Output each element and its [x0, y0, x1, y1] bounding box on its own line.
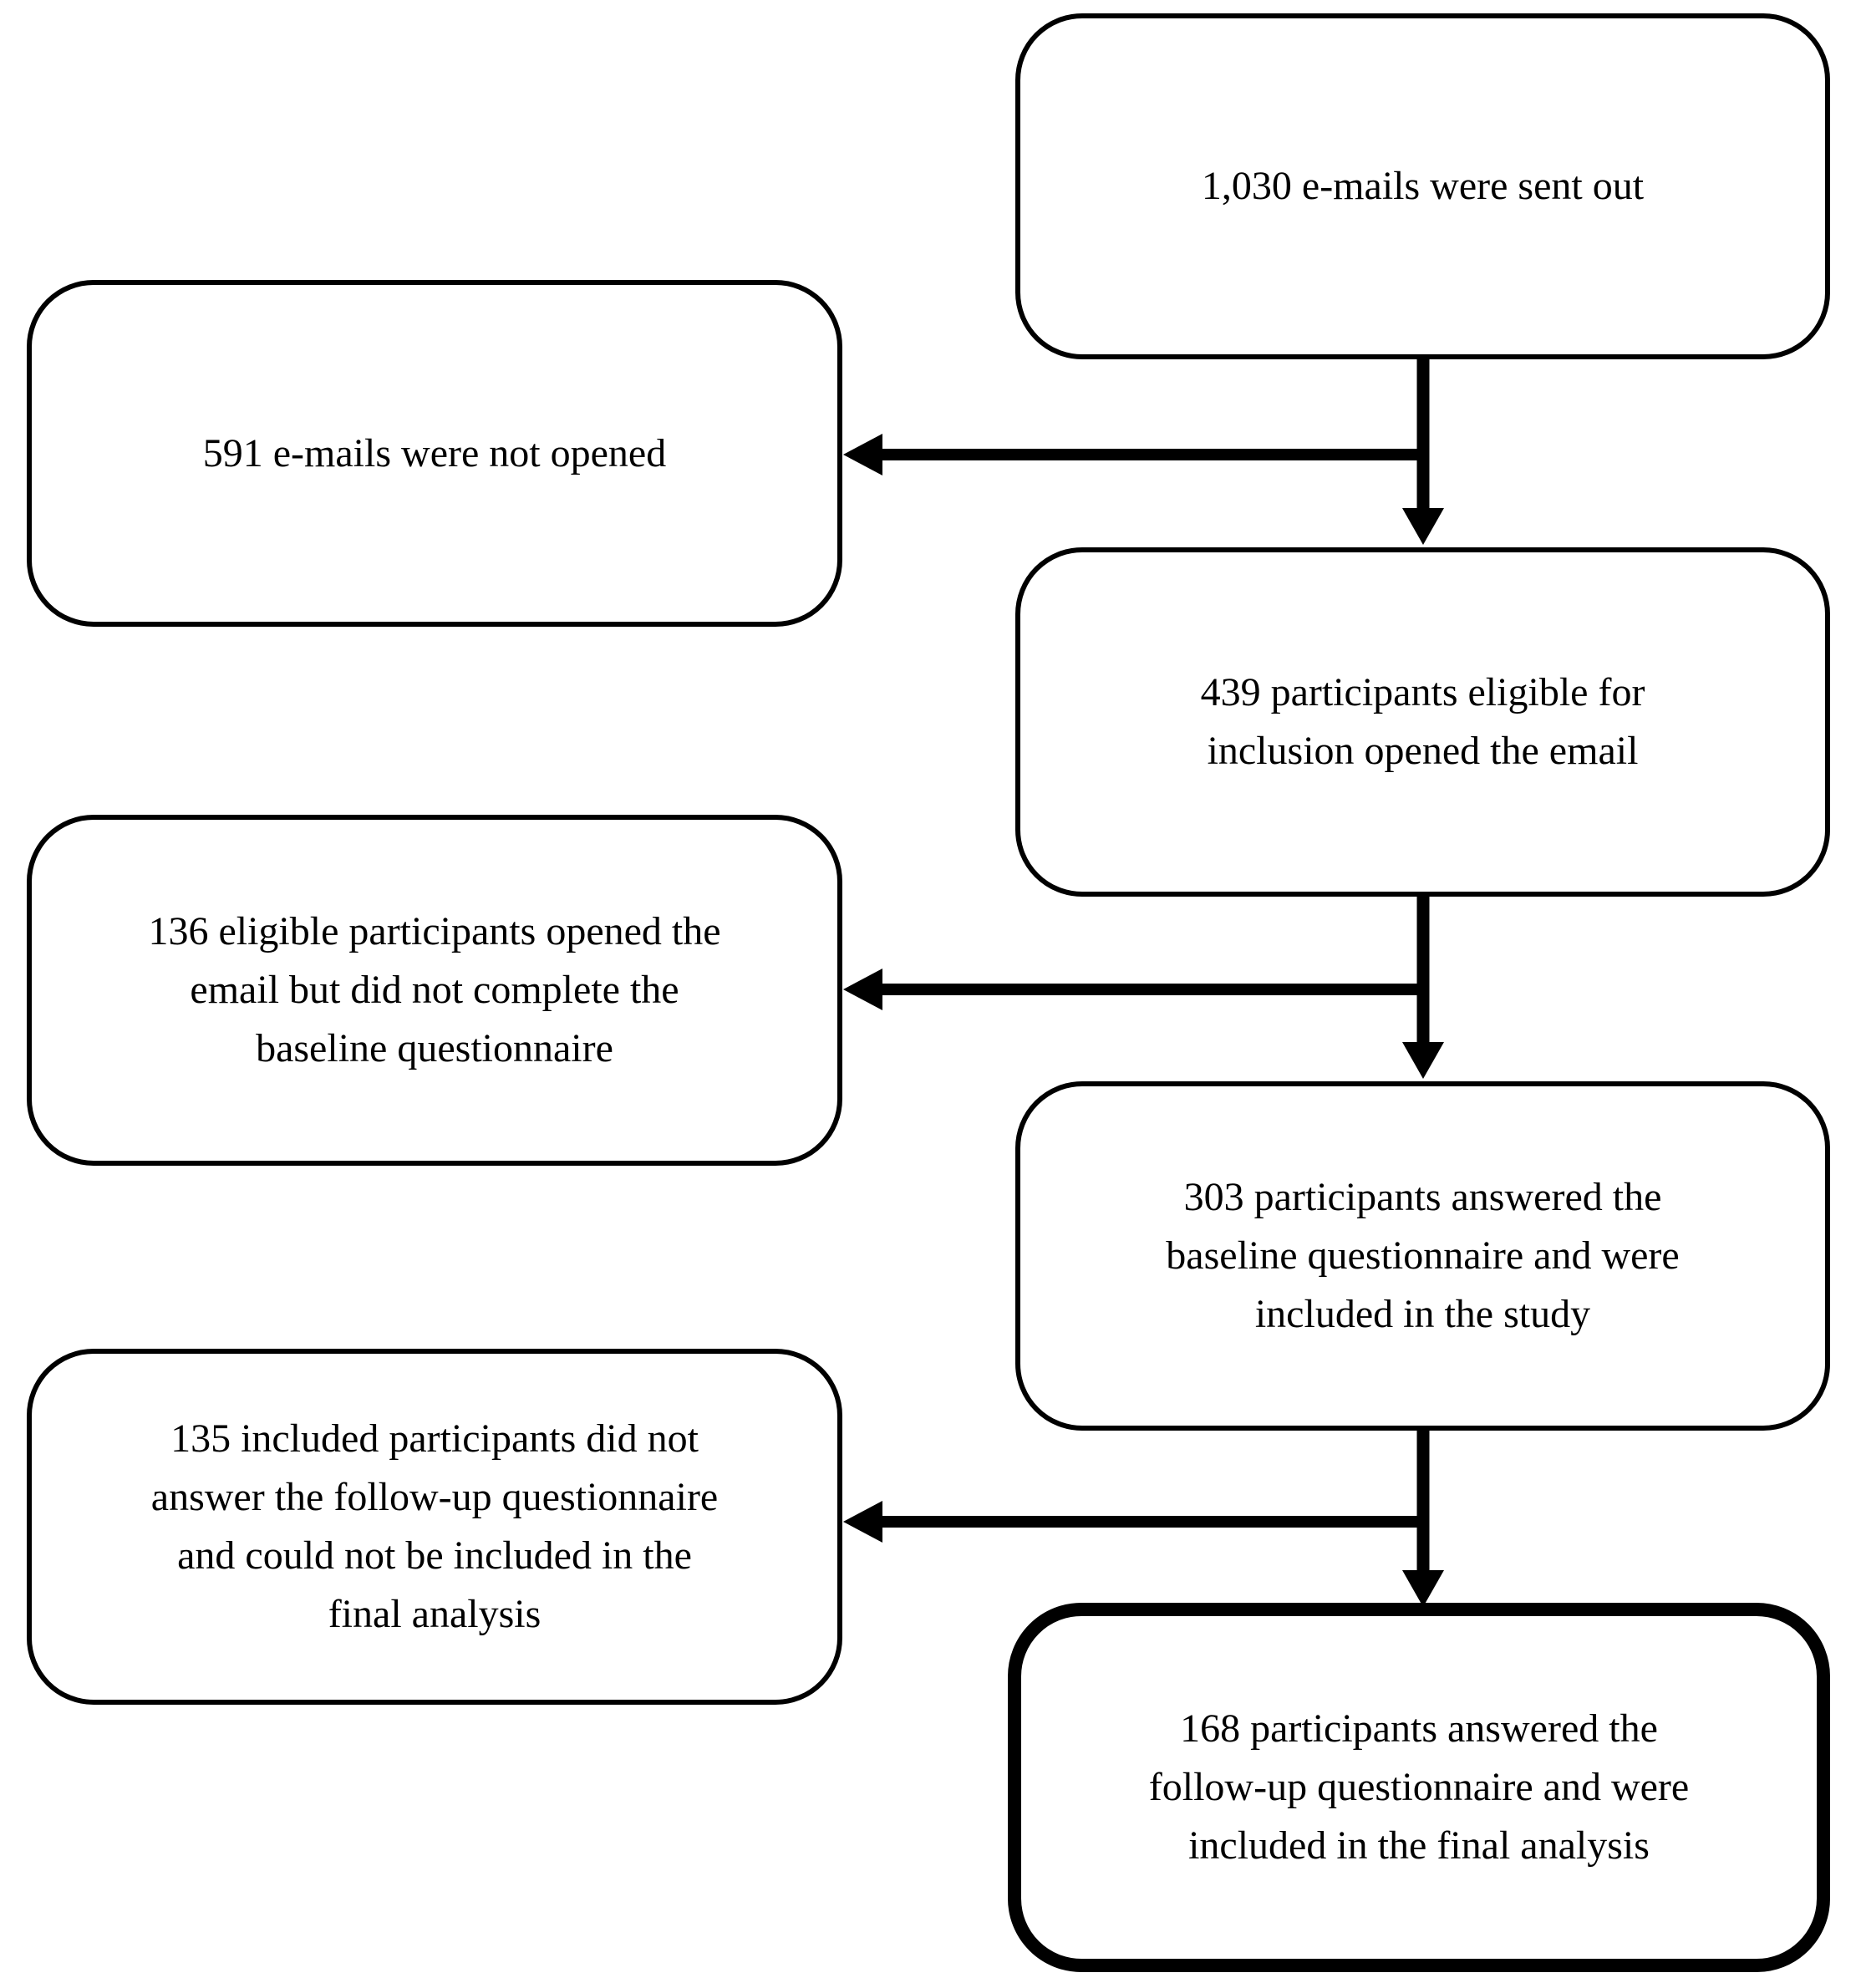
- box-baseline-answered: 303 participants answered the baseline q…: [1015, 1081, 1830, 1431]
- box-no-baseline-text: 136 eligible participants opened the ema…: [148, 909, 721, 1070]
- arrow-left-1: [843, 434, 1429, 475]
- box-emails-sent: 1,030 e-mails were sent out: [1015, 13, 1830, 359]
- arrow-left-3: [843, 1501, 1429, 1543]
- box-final-analysis: 168 participants answered the follow-up …: [1008, 1603, 1830, 1972]
- arrow-down-1-head: [1402, 508, 1444, 545]
- arrow-down-1: [1402, 359, 1444, 545]
- box-no-followup: 135 included participants did not answer…: [27, 1349, 842, 1705]
- box-emails-sent-text: 1,030 e-mails were sent out: [1201, 164, 1645, 208]
- box-eligible-opened-text: 439 participants eligible for inclusion …: [1200, 670, 1645, 773]
- arrow-left-2-head: [843, 969, 882, 1010]
- box-no-followup-text: 135 included participants did not answer…: [150, 1416, 719, 1636]
- arrow-down-3-head: [1402, 1570, 1444, 1607]
- arrow-down-2-head: [1402, 1042, 1444, 1079]
- box-not-opened: 591 e-mails were not opened: [27, 280, 842, 627]
- box-not-opened-text: 591 e-mails were not opened: [202, 430, 667, 475]
- arrow-left-2: [843, 969, 1429, 1010]
- arrow-left-1-head: [843, 434, 882, 475]
- box-final-analysis-text: 168 participants answered the follow-up …: [1148, 1706, 1690, 1868]
- arrow-left-3-head: [843, 1501, 882, 1543]
- arrow-down-2: [1402, 897, 1444, 1079]
- box-baseline-answered-text: 303 participants answered the baseline q…: [1166, 1175, 1680, 1336]
- box-no-baseline: 136 eligible participants opened the ema…: [27, 815, 842, 1166]
- box-eligible-opened: 439 participants eligible for inclusion …: [1015, 547, 1830, 897]
- arrow-down-3: [1402, 1431, 1444, 1607]
